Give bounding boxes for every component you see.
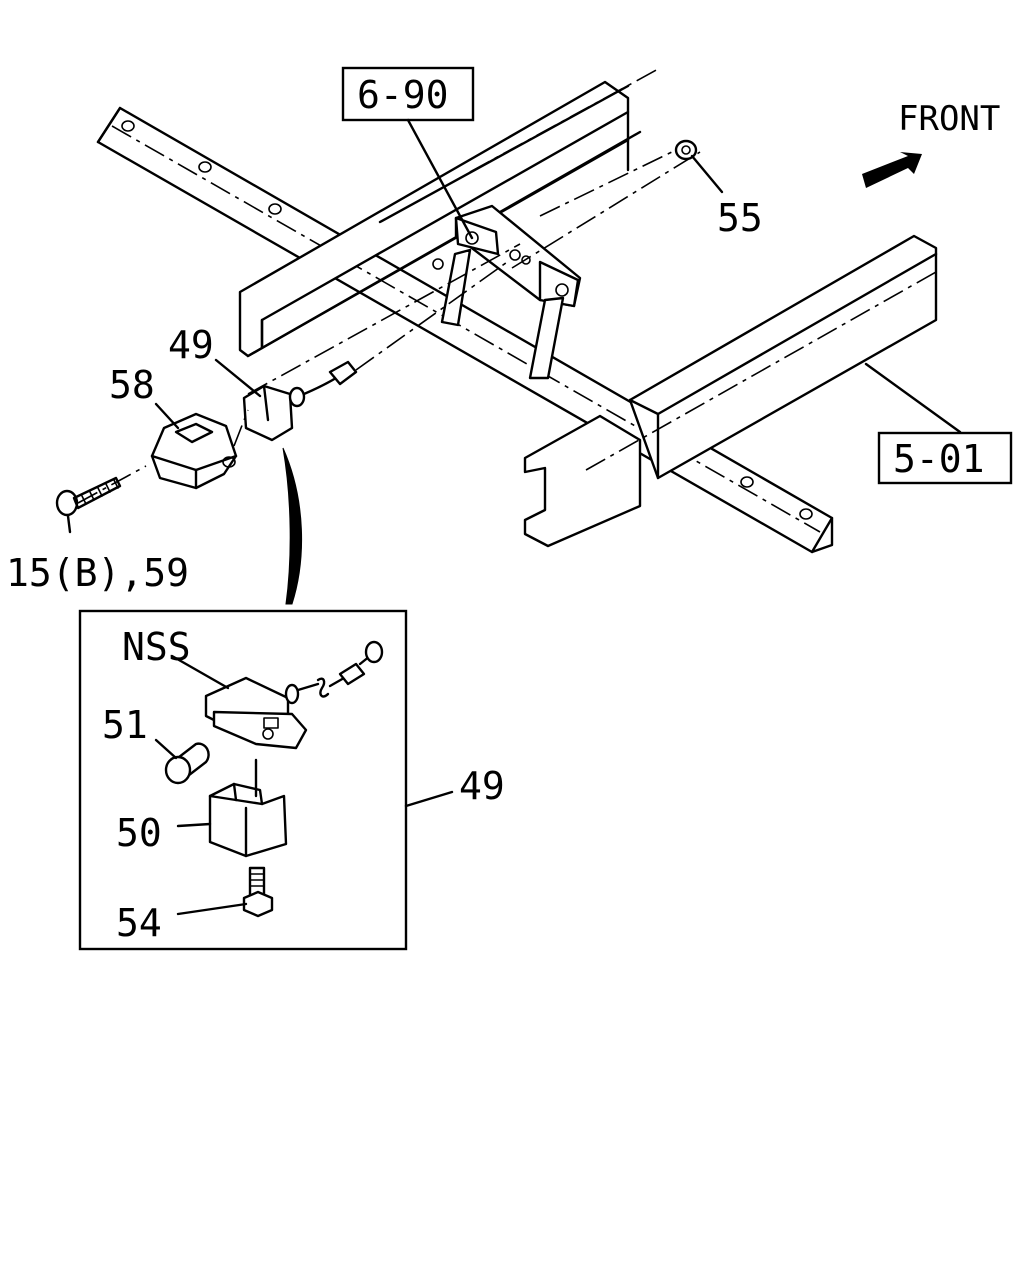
callout-54: 54 xyxy=(116,901,162,945)
part-50 xyxy=(208,758,288,858)
part-54 xyxy=(242,866,274,918)
callout-49-side: 49 xyxy=(459,764,505,808)
mounting-bracket xyxy=(432,204,582,380)
frame-assembly xyxy=(96,67,938,554)
cross-member-lower xyxy=(523,234,938,548)
callout-58: 58 xyxy=(109,363,155,407)
detail-box-49 xyxy=(78,609,408,951)
cross-member-upper xyxy=(238,67,661,358)
cover-58 xyxy=(150,412,238,490)
callout-49-top: 49 xyxy=(168,323,214,367)
sensor-49 xyxy=(242,360,358,442)
callout-nss: NSS xyxy=(122,625,191,669)
callout-15b-59: 15(B),59 xyxy=(6,551,189,595)
part-51 xyxy=(164,742,210,785)
detail-pointer xyxy=(282,447,303,605)
nut-55 xyxy=(674,139,698,161)
nss-sensor xyxy=(204,640,384,750)
callout-51: 51 xyxy=(102,703,148,747)
ref-label-5-01: 5-01 xyxy=(893,437,985,481)
callout-50: 50 xyxy=(116,811,162,855)
front-label: FRONT xyxy=(898,99,1000,139)
callout-55: 55 xyxy=(717,196,763,240)
ref-box-5-01 xyxy=(877,431,1013,485)
ref-label-6-90: 6-90 xyxy=(357,73,449,117)
front-arrow-icon xyxy=(862,152,922,188)
